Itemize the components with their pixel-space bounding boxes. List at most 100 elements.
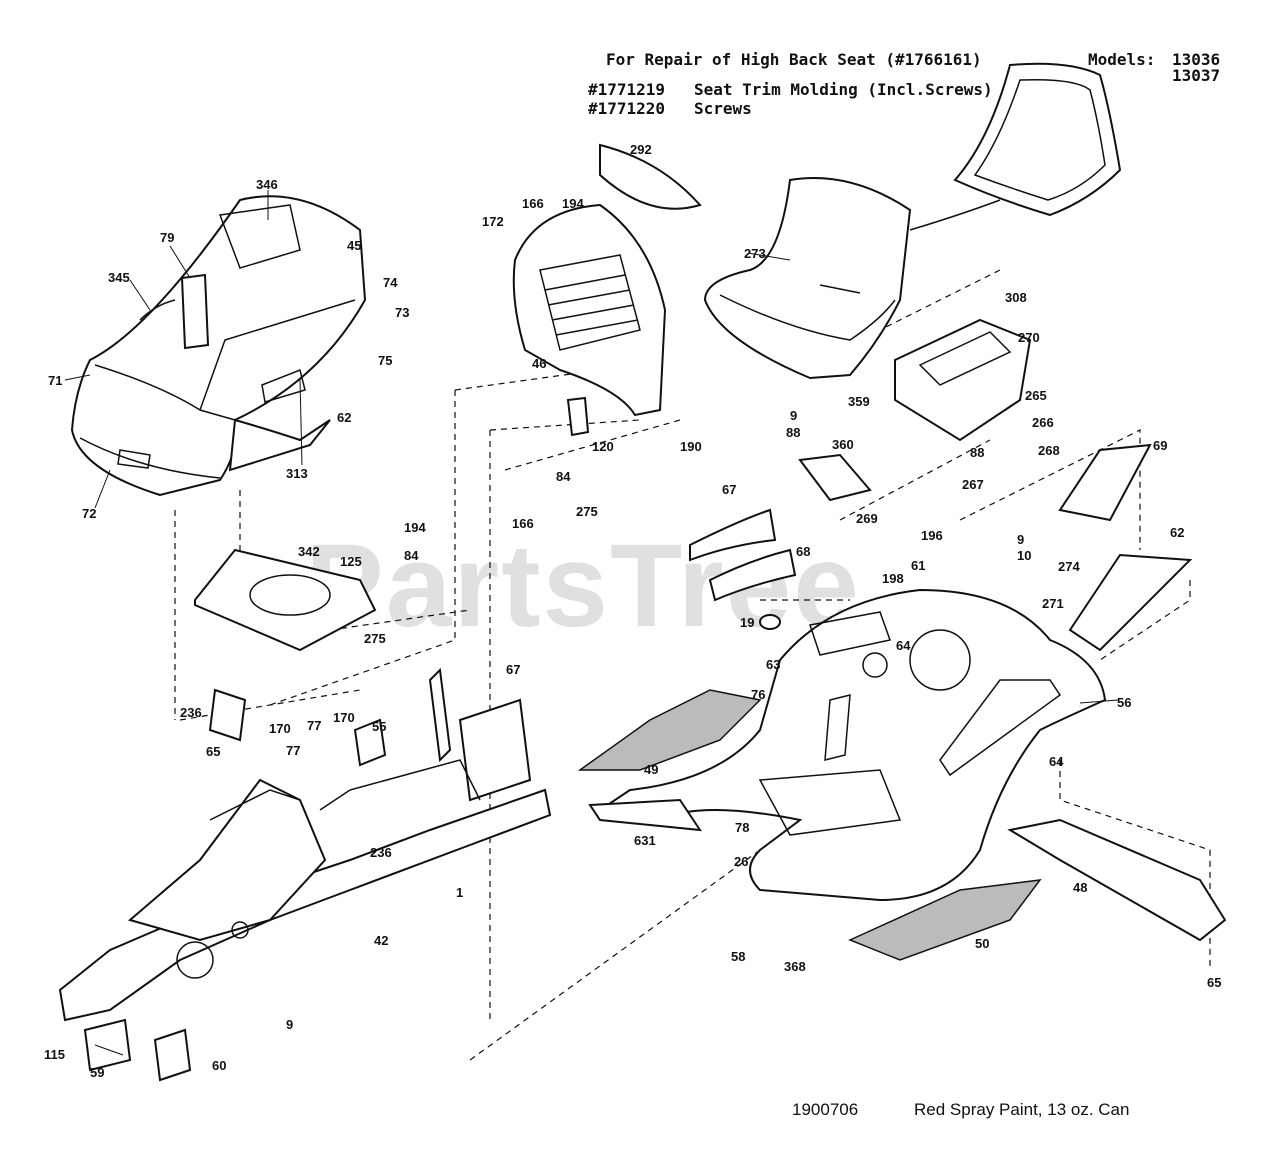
callout-label: 56: [1117, 695, 1131, 710]
callout-label: 190: [680, 439, 702, 454]
dash-panel: [512, 143, 702, 437]
model-number-2: 13037: [1172, 66, 1221, 85]
callout-label: 60: [212, 1058, 226, 1073]
callout-label: 345: [108, 270, 130, 285]
callout-label: 269: [856, 511, 878, 526]
callout-label: 273: [744, 246, 766, 261]
callout-label: 360: [832, 437, 854, 452]
callout-label: 50: [975, 936, 989, 951]
callout-label: 368: [784, 959, 806, 974]
callout-label: 1: [456, 885, 463, 900]
seat: [703, 62, 1122, 502]
callout-label: 342: [298, 544, 320, 559]
callout-label: 236: [180, 705, 202, 720]
callout-label: 67: [506, 662, 520, 677]
trim-molding-description: Seat Trim Molding (Incl.Screws): [694, 80, 993, 99]
callout-label: 61: [911, 558, 925, 573]
frame: [58, 667, 552, 1082]
paint-description: Red Spray Paint, 13 oz. Can: [914, 1100, 1130, 1119]
callout-label: 42: [374, 933, 388, 948]
callout-label: 74: [383, 275, 398, 290]
callout-label: 77: [286, 743, 300, 758]
callout-label: 166: [522, 196, 544, 211]
screws-description: Screws: [694, 99, 752, 118]
fender: [577, 443, 1227, 961]
callout-label: 46: [532, 356, 546, 371]
callout-label: 120: [592, 439, 614, 454]
paint-part-number: 1900706: [792, 1100, 859, 1119]
callout-label: 198: [882, 571, 904, 586]
callout-label: 308: [1005, 290, 1027, 305]
callout-label: 271: [1042, 596, 1064, 611]
callout-label: 631: [634, 833, 656, 848]
callout-label: 64: [1049, 754, 1064, 769]
callout-label: 48: [1073, 880, 1087, 895]
callout-label: 346: [256, 177, 278, 192]
callout-label: 75: [378, 353, 392, 368]
callout-label: 19: [740, 615, 754, 630]
callout-label: 9: [286, 1017, 293, 1032]
callout-label: 166: [512, 516, 534, 531]
callout-label: 266: [1032, 415, 1054, 430]
callout-label: 275: [364, 631, 386, 646]
callout-label: 9: [1017, 532, 1024, 547]
callout-label: 49: [644, 762, 658, 777]
model-number-1: 13036: [1172, 50, 1221, 69]
callout-label: 196: [921, 528, 943, 543]
callout-label: 65: [1207, 975, 1221, 990]
callout-label: 313: [286, 466, 308, 481]
callout-label: 194: [404, 520, 426, 535]
callout-label: 68: [796, 544, 810, 559]
repair-title: For Repair of High Back Seat (#1766161): [606, 50, 982, 69]
callout-label: 62: [337, 410, 351, 425]
callout-label: 125: [340, 554, 362, 569]
callout-label: 76: [751, 687, 765, 702]
leader-lines: [64, 190, 1119, 1056]
callout-label: 10: [1017, 548, 1031, 563]
callout-label: 45: [347, 238, 361, 253]
callout-label: 268: [1038, 443, 1060, 458]
callout-label: 194: [562, 196, 584, 211]
callout-label: 84: [556, 469, 571, 484]
callout-labels: 346 79 345 45 74 73 75 71 62 313 72 292 …: [44, 142, 1221, 1080]
callout-label: 267: [962, 477, 984, 492]
models-label: Models:: [1088, 50, 1156, 69]
callout-label: 9: [790, 408, 797, 423]
callout-label: 88: [970, 445, 984, 460]
callout-label: 265: [1025, 388, 1047, 403]
trim-molding-part-number: #1771219: [588, 80, 666, 99]
callout-label: 84: [404, 548, 419, 563]
callout-label: 67: [722, 482, 736, 497]
callout-label: 62: [1170, 525, 1184, 540]
callout-label: 359: [848, 394, 870, 409]
callout-label: 26: [734, 854, 748, 869]
callout-label: 170: [333, 710, 355, 725]
callout-label: 172: [482, 214, 504, 229]
callout-label: 170: [269, 721, 291, 736]
callout-label: 55: [372, 719, 386, 734]
callout-label: 236: [370, 845, 392, 860]
callout-label: 71: [48, 373, 62, 388]
callout-label: 58: [731, 949, 745, 964]
callout-label: 88: [786, 425, 800, 440]
hood: [70, 195, 367, 497]
callout-label: 274: [1058, 559, 1080, 574]
callout-label: 72: [82, 506, 96, 521]
callout-label: 64: [896, 638, 911, 653]
seat-pan: [194, 548, 377, 652]
callout-label: 77: [307, 718, 321, 733]
callout-label: 79: [160, 230, 174, 245]
callout-label: 63: [766, 657, 780, 672]
callout-label: 73: [395, 305, 409, 320]
callout-label: 65: [206, 744, 220, 759]
callout-label: 292: [630, 142, 652, 157]
callout-label: 275: [576, 504, 598, 519]
callout-label: 59: [90, 1065, 104, 1080]
screws-part-number: #1771220: [588, 99, 666, 118]
callout-label: 270: [1018, 330, 1040, 345]
callout-label: 78: [735, 820, 749, 835]
callout-label: 69: [1153, 438, 1167, 453]
callout-label: 115: [44, 1047, 65, 1062]
